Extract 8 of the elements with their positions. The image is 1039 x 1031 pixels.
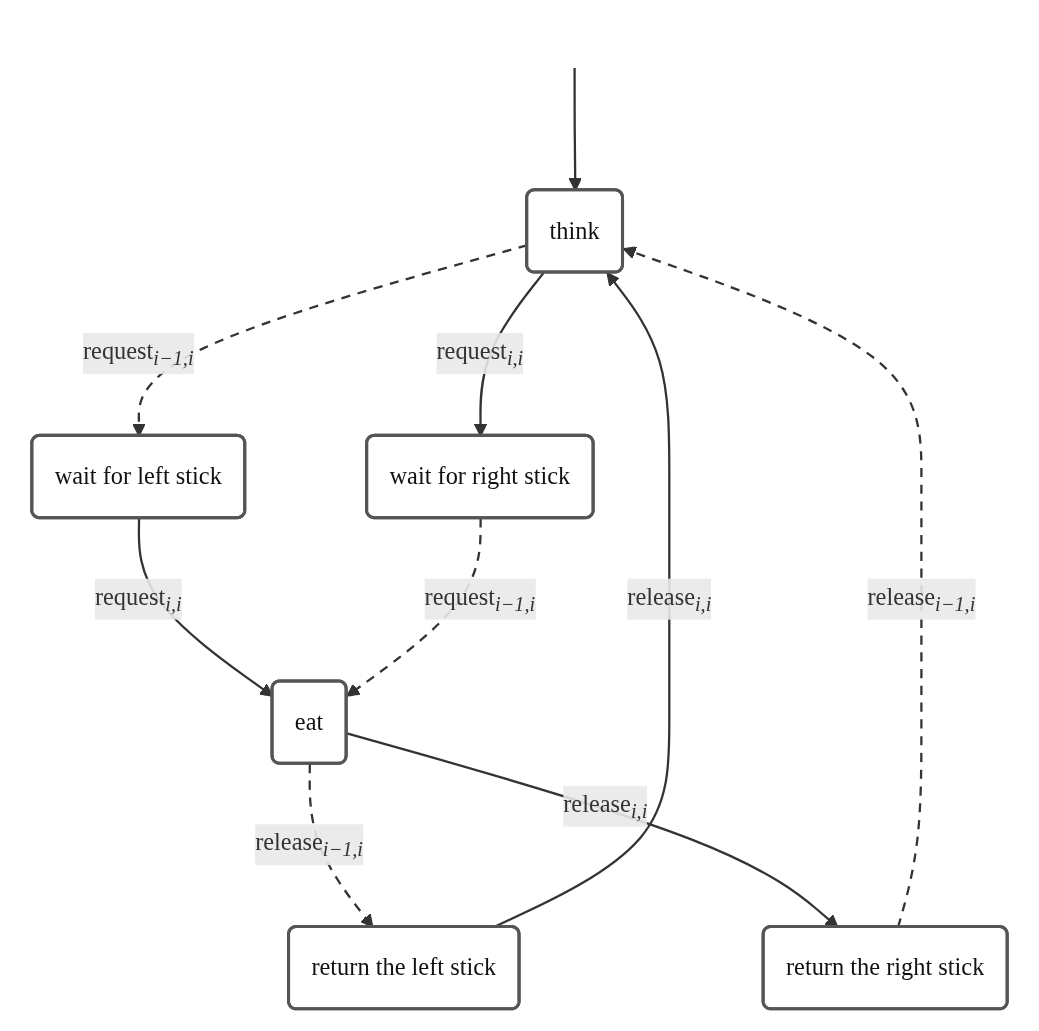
edge-label: release$_{i−1,i}$ <box>255 828 364 862</box>
edge-label: release$_{i,i}$ <box>627 583 712 616</box>
edge-label: request$_{i−1,i}$ <box>424 583 536 616</box>
edge-label: request$_{i,i}$ <box>94 583 182 616</box>
edge-label: release$_{i,i}$ <box>563 790 648 823</box>
edge-label: request$_{i,i}$ <box>436 337 524 370</box>
edge-label: request$_{i−1,i}$ <box>82 337 194 370</box>
edge-label: release$_{i−1,i}$ <box>867 583 976 616</box>
